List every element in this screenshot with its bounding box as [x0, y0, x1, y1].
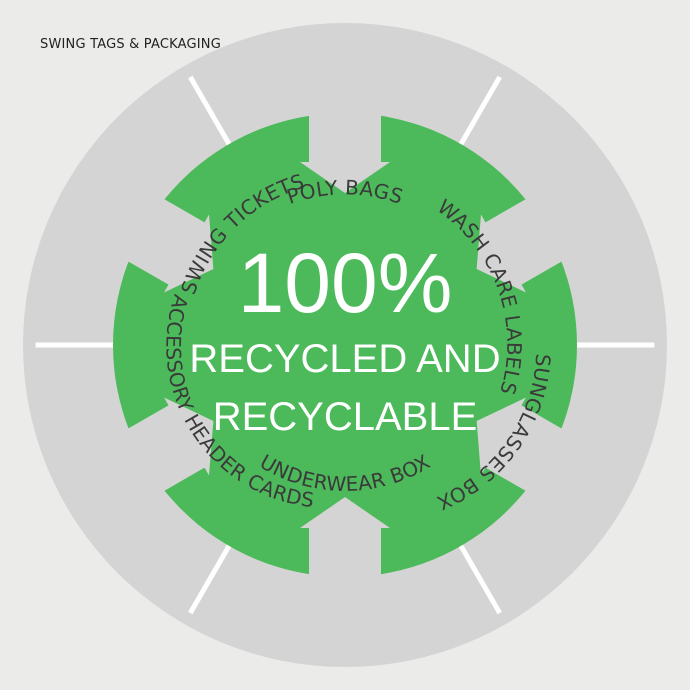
center-badge	[113, 100, 577, 590]
inward-arrows	[114, 100, 576, 590]
center-line-recyclable: RECYCLABLE	[213, 395, 478, 439]
center-line-recycled: RECYCLED AND	[189, 337, 500, 381]
center-percentage: 100%	[238, 236, 453, 330]
page-title: SWING TAGS & PACKAGING	[40, 37, 222, 52]
